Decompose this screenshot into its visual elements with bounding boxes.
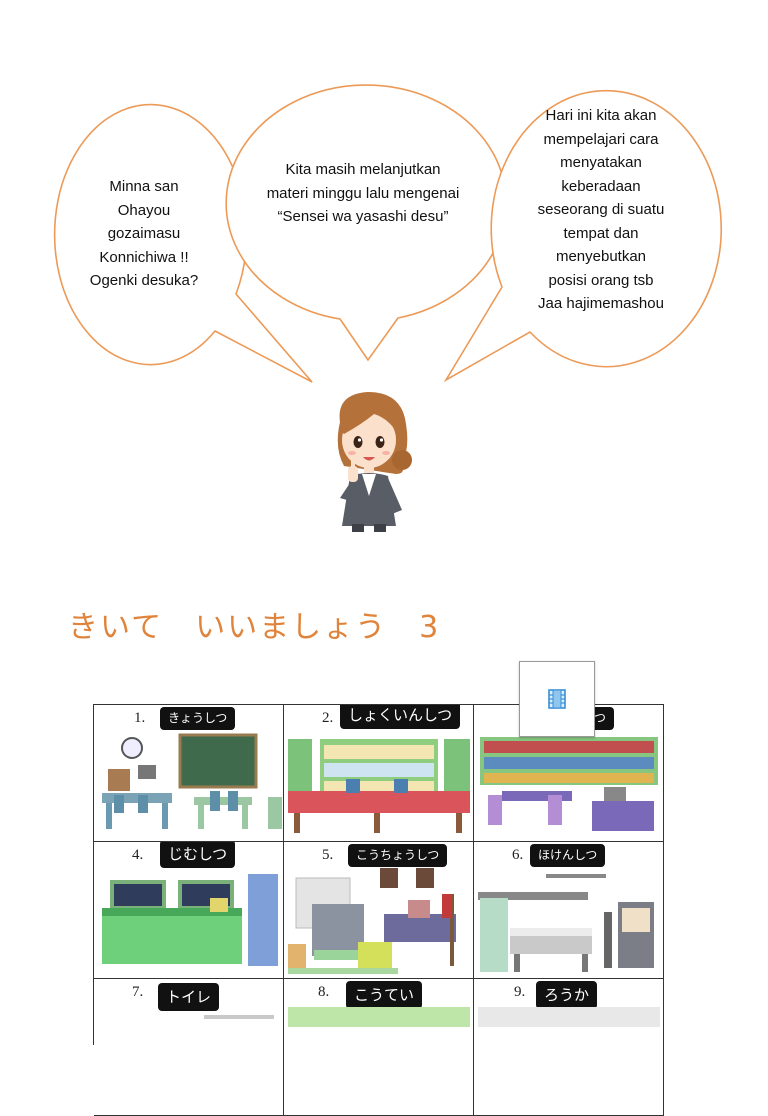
review-line: materi minggu lalu mengenai — [266, 184, 460, 202]
office-illustration — [102, 874, 278, 966]
room-number: 9. — [514, 984, 526, 1000]
speech-bubbles — [53, 84, 722, 383]
room-number: 4. — [132, 847, 144, 863]
room-cell-9: 9. ろうか — [474, 979, 664, 1116]
objective-line: tempat dan — [563, 224, 639, 242]
room-cell-1: 1. きょうしつ — [94, 705, 284, 842]
room-number: 5. — [322, 847, 334, 863]
speech-bubble-middle — [225, 84, 507, 362]
schoolyard-illustration — [288, 1007, 470, 1027]
objective-line: menyatakan — [560, 154, 642, 171]
room-cell-6: 6. ほけんしつ — [474, 842, 664, 979]
speech-text-greeting: Minna san Ohayou gozaimasu Konnichiwa !!… — [70, 175, 218, 293]
film-icon[interactable] — [548, 689, 566, 709]
room-label: じむしつ — [160, 842, 236, 868]
classroom-illustration — [102, 733, 282, 829]
speech-text-objective: Hari ini kita akan mempelajari cara meny… — [512, 104, 690, 316]
greeting-line: Ohayou — [117, 201, 171, 219]
room-label: しょくいんしつ — [340, 705, 461, 729]
room-label: きょうしつ — [160, 707, 236, 730]
toilet-illustration — [204, 1015, 274, 1019]
room-label: ろうか — [536, 981, 598, 1009]
objective-line: posisi orang tsb — [548, 271, 654, 289]
room-number: 7. — [132, 984, 144, 1000]
room-number: 1. — [134, 710, 146, 726]
room-cell-7: 7. トイレ — [94, 979, 284, 1116]
room-label: トイレ — [158, 983, 220, 1011]
room-number: 2. — [322, 710, 334, 726]
greeting-line: Konnichiwa !! — [99, 248, 189, 266]
objective-line: Hari ini kita akan — [545, 107, 657, 124]
teacher-illustration — [337, 392, 412, 532]
objective-line: seseorang di suatu — [537, 201, 665, 218]
greeting-line: Minna san — [109, 178, 179, 195]
review-line: Kita masih melanjutkan — [285, 161, 441, 178]
room-cell-4: 4. じむしつ — [94, 842, 284, 979]
room-number: 8. — [318, 984, 330, 1000]
room-cell-5: 5. こうちょうしつ — [284, 842, 474, 979]
room-grid: 1. きょうしつ 2. しょくいんしつ — [93, 704, 664, 1116]
room-label: ほけんしつ — [530, 844, 606, 867]
objective-line: keberadaan — [561, 177, 641, 195]
speech-bubble-right — [443, 89, 722, 383]
corridor-illustration — [478, 1007, 660, 1027]
video-placeholder[interactable] — [519, 661, 595, 737]
section-title: きいて いいましょう 3 — [68, 610, 441, 645]
room-cell-8: 8. こうてい — [284, 979, 474, 1116]
review-line: “Sensei wa yasashi desu” — [277, 208, 449, 225]
objective-line: menyebutkan — [555, 248, 647, 265]
library-illustration — [480, 737, 658, 831]
principal-office-illustration — [288, 868, 456, 974]
staffroom-illustration — [288, 739, 470, 833]
greeting-line: gozaimasu — [107, 225, 181, 242]
room-number: 6. — [512, 847, 524, 863]
objective-line: mempelajari cara — [543, 130, 659, 148]
infirmary-illustration — [478, 874, 654, 972]
room-label: こうてい — [346, 981, 423, 1009]
objective-line: Jaa hajimemashou — [538, 295, 664, 312]
speech-text-review: Kita masih melanjutkan materi minggu lal… — [240, 158, 486, 229]
room-label: こうちょうしつ — [348, 844, 448, 867]
room-cell-2: 2. しょくいんしつ — [284, 705, 474, 842]
greeting-line: Ogenki desuka? — [89, 272, 199, 289]
